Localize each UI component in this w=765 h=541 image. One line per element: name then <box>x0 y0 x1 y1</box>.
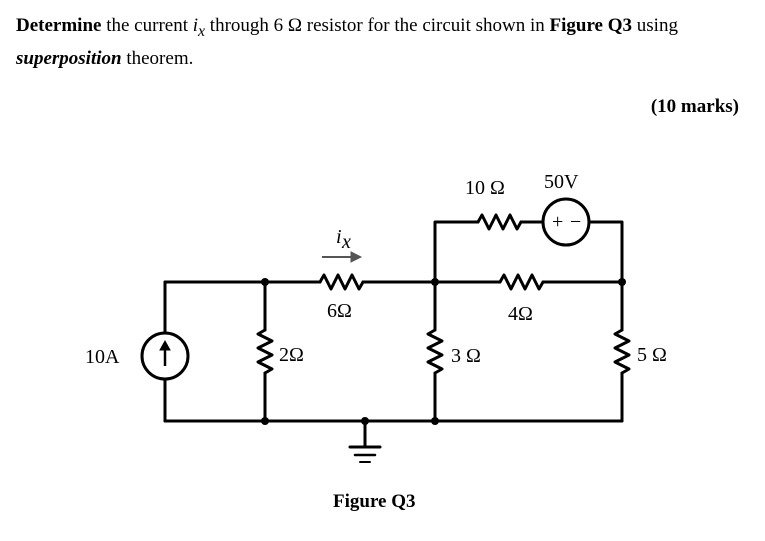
label-3ohm: 3 Ω <box>451 345 481 367</box>
q-bold-figure: Figure Q3 <box>549 15 633 36</box>
node-bottom-3ohm <box>431 417 439 425</box>
label-ix-sub: x <box>341 231 351 253</box>
q-text-1: the current <box>101 15 193 36</box>
resistor-6ohm <box>318 273 365 291</box>
marks-label: (10 marks) <box>650 96 739 117</box>
resistor-4ohm <box>498 273 545 291</box>
label-ix-i: i <box>336 226 342 248</box>
node-bottom-2ohm <box>261 417 269 425</box>
label-4ohm: 4Ω <box>508 303 533 325</box>
resistor-5ohm <box>613 328 631 375</box>
q-var-sub: x <box>198 22 206 40</box>
label-current-source: 10A <box>85 346 120 368</box>
wire-upper-right <box>587 220 624 284</box>
label-5ohm: 5 Ω <box>637 344 667 366</box>
label-6ohm: 6Ω <box>327 300 352 322</box>
node-bottom-ground <box>361 417 369 425</box>
question-text: Determine the current ix through 6 Ω res… <box>16 12 751 72</box>
wire-upper-left <box>433 220 480 284</box>
voltage-source <box>541 197 591 247</box>
arrow-up-icon <box>159 339 171 351</box>
label-2ohm: 2Ω <box>279 344 304 366</box>
label-vs-minus: − <box>570 211 581 233</box>
arrow-right-icon <box>350 251 363 263</box>
node-top-2ohm <box>261 278 269 286</box>
figure-caption: Figure Q3 <box>333 491 416 512</box>
resistor-3ohm <box>426 328 444 375</box>
q-bold-determine: Determine <box>16 15 102 36</box>
q-text-3: using <box>632 15 678 36</box>
q-superposition: superposition <box>16 47 122 69</box>
q-text-4: theorem. <box>121 47 194 69</box>
resistor-10ohm <box>476 213 523 231</box>
label-50v: 50V <box>544 171 579 193</box>
label-10ohm: 10 Ω <box>465 177 505 199</box>
label-vs-plus: + <box>552 211 563 233</box>
q-text-2: through 6 Ω resistor for the circuit sho… <box>205 15 550 36</box>
current-source <box>140 331 190 381</box>
node-top-5ohm <box>618 278 626 286</box>
resistor-2ohm <box>256 328 274 375</box>
node-top-3ohm <box>431 278 439 286</box>
q-var-i: i <box>192 15 199 36</box>
